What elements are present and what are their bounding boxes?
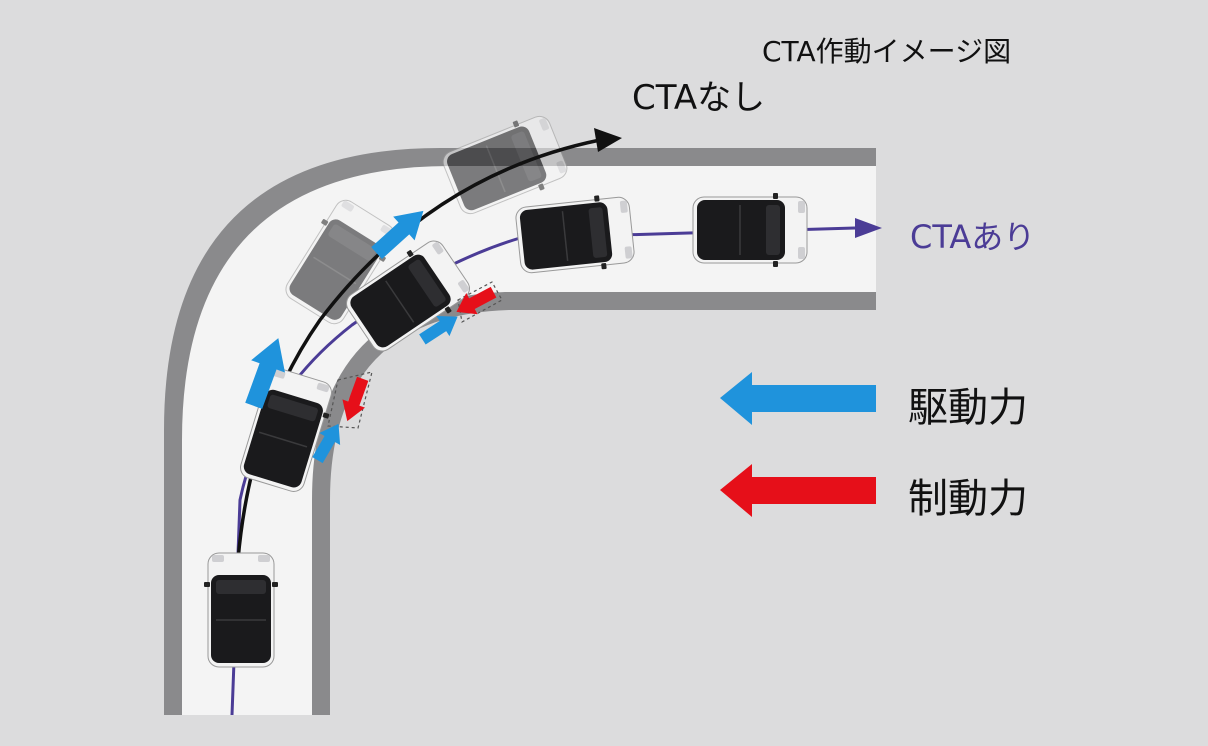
path-with-cta-arrowhead: [855, 218, 882, 238]
legend-drive-label: 駆動力: [908, 385, 1028, 431]
wheel-indicator: [327, 371, 373, 429]
label-without-cta: CTAなし: [632, 78, 766, 118]
wheel-indicator: [457, 281, 503, 323]
car: [203, 552, 279, 668]
legend-brake-label: 制動力: [908, 476, 1028, 522]
path-without-cta-arrowhead: [594, 128, 622, 152]
legend-drive-arrow: [720, 372, 876, 425]
label-with-cta: CTAあり: [910, 218, 1036, 256]
legend-brake-arrow: [720, 464, 876, 517]
diagram-title: CTA作動イメージ図: [762, 35, 1012, 68]
car: [692, 192, 808, 268]
